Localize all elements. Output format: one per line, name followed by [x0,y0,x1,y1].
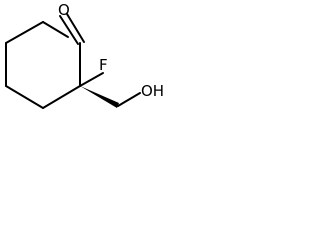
ch2-oh-bond [117,92,141,107]
c-f-bond [79,72,104,87]
hydroxyl-label: OH [141,82,164,100]
carbonyl-bond-line-2 [66,13,85,43]
fluorine-label: F [99,56,108,74]
ring-bond-c6-c5 [5,21,44,44]
oxygen-label: O [58,1,70,19]
ring-bond-c4-c3 [5,85,44,109]
wedge-bond [80,86,119,108]
structure-diagram: O F OH [5,1,164,109]
cyclohexane-ring [5,21,81,109]
ring-bond-c1-c6 [42,21,69,38]
carbonyl-bond-line-1 [59,15,79,45]
ring-bond-c3-c2 [42,85,81,109]
carbonyl-double-bond [59,13,85,45]
